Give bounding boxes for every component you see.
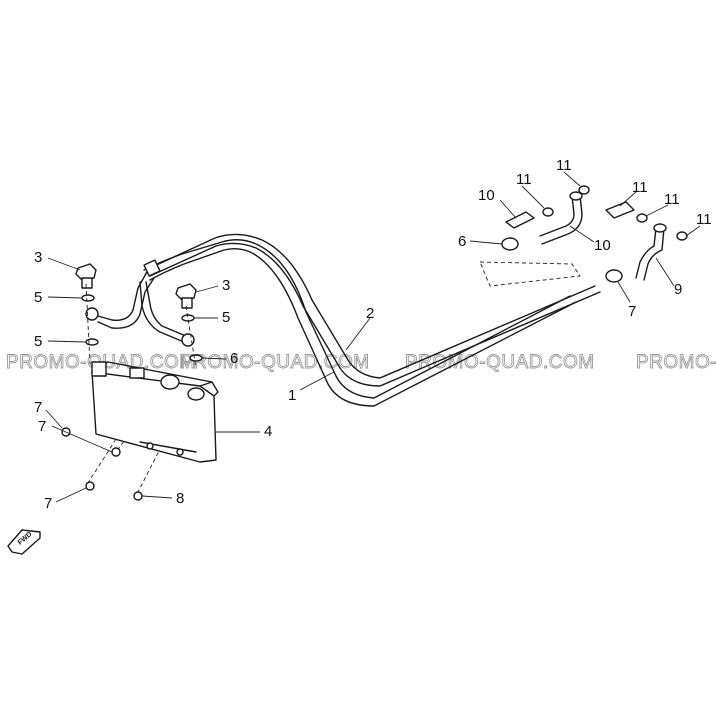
callout-11-b: 11 bbox=[556, 157, 572, 174]
callout-11-a: 11 bbox=[516, 171, 532, 188]
callout-5-upper-right: 5 bbox=[222, 309, 230, 326]
callout-3-left: 3 bbox=[34, 249, 42, 266]
callout-5-lower-left: 5 bbox=[34, 333, 42, 350]
callout-10-right: 11 bbox=[632, 179, 648, 196]
hose-8 bbox=[635, 223, 667, 281]
callout-3-right: 3 bbox=[222, 277, 230, 294]
oil-cooler bbox=[91, 361, 219, 463]
callout-5-lower-right: 6 bbox=[230, 350, 238, 367]
pipe-upper bbox=[97, 233, 601, 387]
clamps bbox=[501, 237, 623, 283]
forward-direction-marker: FWD bbox=[7, 529, 41, 555]
pipe-lower bbox=[139, 239, 577, 407]
nuts bbox=[61, 427, 143, 501]
callout-11-c: 11 bbox=[664, 191, 680, 208]
callout-7-d: 8 bbox=[176, 490, 184, 507]
banjo-bolt-right bbox=[175, 283, 197, 309]
hose-connection-dashed bbox=[479, 261, 581, 287]
callout-7-a: 7 bbox=[34, 399, 42, 416]
callout-8: 9 bbox=[674, 281, 682, 298]
callout-4: 4 bbox=[264, 423, 272, 440]
leader-lines bbox=[45, 171, 701, 503]
callout-labels: 3 5 5 3 5 6 4 1 2 7 7 7 8 6 7 9 10 10 11… bbox=[34, 157, 712, 512]
callout-10-left: 10 bbox=[478, 187, 495, 204]
callout-5-upper-left: 5 bbox=[34, 289, 42, 306]
watermark-layer: PROMO-QUAD.COM PROMO-QUAD.COM PROMO-QUAD… bbox=[6, 352, 716, 374]
callout-7-b: 7 bbox=[38, 418, 46, 435]
watermark-text-4: PROMO- bbox=[636, 352, 716, 373]
callout-6-right: 7 bbox=[628, 303, 636, 320]
fittings-10 bbox=[505, 201, 635, 229]
clips-11 bbox=[542, 185, 688, 241]
callout-9: 10 bbox=[594, 237, 611, 254]
callout-2: 2 bbox=[366, 305, 374, 322]
watermark-text-2: PROMO-QUAD.COM bbox=[180, 352, 370, 373]
callout-6-left: 6 bbox=[458, 233, 466, 250]
callout-11-d: 11 bbox=[696, 211, 712, 228]
hose-9 bbox=[539, 191, 583, 245]
banjo-bolt-left bbox=[75, 263, 97, 289]
callout-7-c: 7 bbox=[44, 495, 52, 512]
callout-1: 1 bbox=[288, 387, 296, 404]
